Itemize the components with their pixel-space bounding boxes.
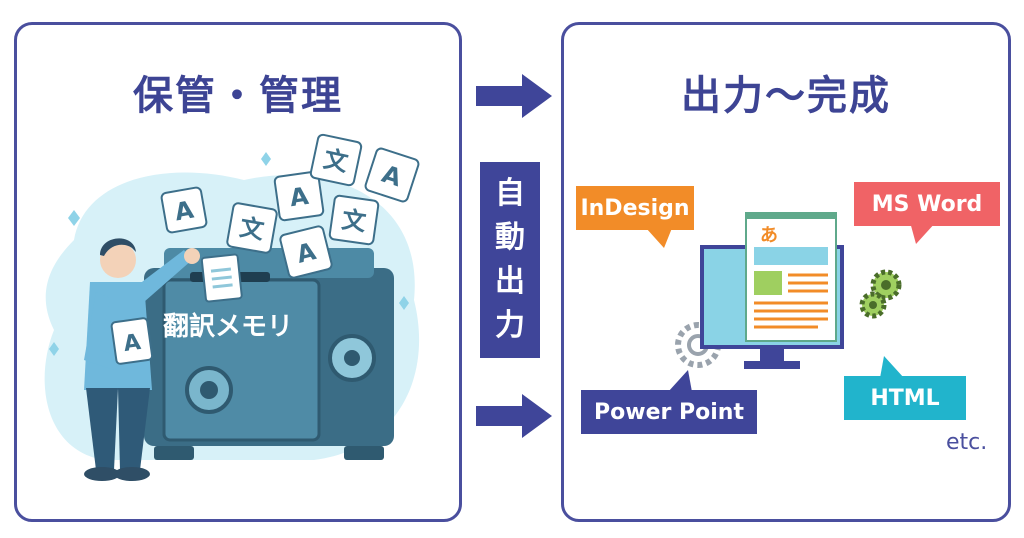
sparkle-icon: [68, 210, 80, 226]
arrow-right-icon: [476, 74, 552, 118]
translation-memory-illustration: 翻訳メモリ A 文 A 文 A 文 A A: [44, 133, 420, 481]
doc-header-bar: [754, 247, 828, 265]
sparkle-icon: [399, 296, 409, 310]
powerpoint-tag-tail: [668, 370, 692, 392]
msword-tag-tail: [910, 222, 936, 244]
monitor-illustration: あ: [675, 212, 902, 369]
safe-foot: [154, 446, 194, 460]
auto-char: 動: [495, 220, 525, 255]
card-a: A: [364, 147, 420, 203]
indesign-tag-tail: [646, 228, 672, 248]
output-title: 出力〜完成: [681, 73, 891, 119]
card-a: A: [279, 225, 333, 279]
svg-text:A: A: [122, 330, 142, 357]
safe-label: 翻訳メモリ: [163, 311, 293, 342]
card-a: A: [160, 186, 208, 234]
monitor-char: あ: [760, 225, 778, 246]
safe-door: [162, 278, 321, 442]
auto-output-label: 自 動 出 力: [480, 162, 540, 358]
monitor-base: [744, 361, 800, 369]
etc-label: etc.: [946, 430, 988, 455]
document-card: [200, 253, 243, 303]
msword-tag: MS Word: [854, 182, 1000, 226]
doc-image-block: [754, 271, 782, 295]
person-figure: A: [84, 238, 200, 481]
card-a: A: [273, 170, 325, 222]
safe-foot: [344, 446, 384, 460]
card-wen: 文: [309, 133, 363, 187]
card-wen: 文: [226, 202, 278, 254]
html-tag-tail: [880, 356, 904, 378]
html-tag: HTML: [844, 376, 966, 420]
gear-icon: [859, 269, 902, 319]
monitor-stand: [760, 347, 784, 363]
auto-char: 出: [495, 264, 525, 299]
storage-title: 保管・管理: [133, 73, 343, 119]
svg-text:A: A: [173, 196, 197, 227]
powerpoint-tag: Power Point: [581, 390, 757, 434]
card-wen: 文: [328, 194, 380, 246]
sparkle-icon: [261, 152, 271, 166]
auto-char: 力: [495, 308, 525, 343]
indesign-tag: InDesign: [576, 186, 694, 230]
auto-char: 自: [495, 176, 525, 211]
held-card: A: [110, 317, 154, 365]
sparkle-icon: [49, 342, 59, 356]
svg-text:A: A: [288, 182, 311, 212]
svg-text:文: 文: [340, 205, 369, 236]
arrow-right-icon: [476, 394, 552, 438]
